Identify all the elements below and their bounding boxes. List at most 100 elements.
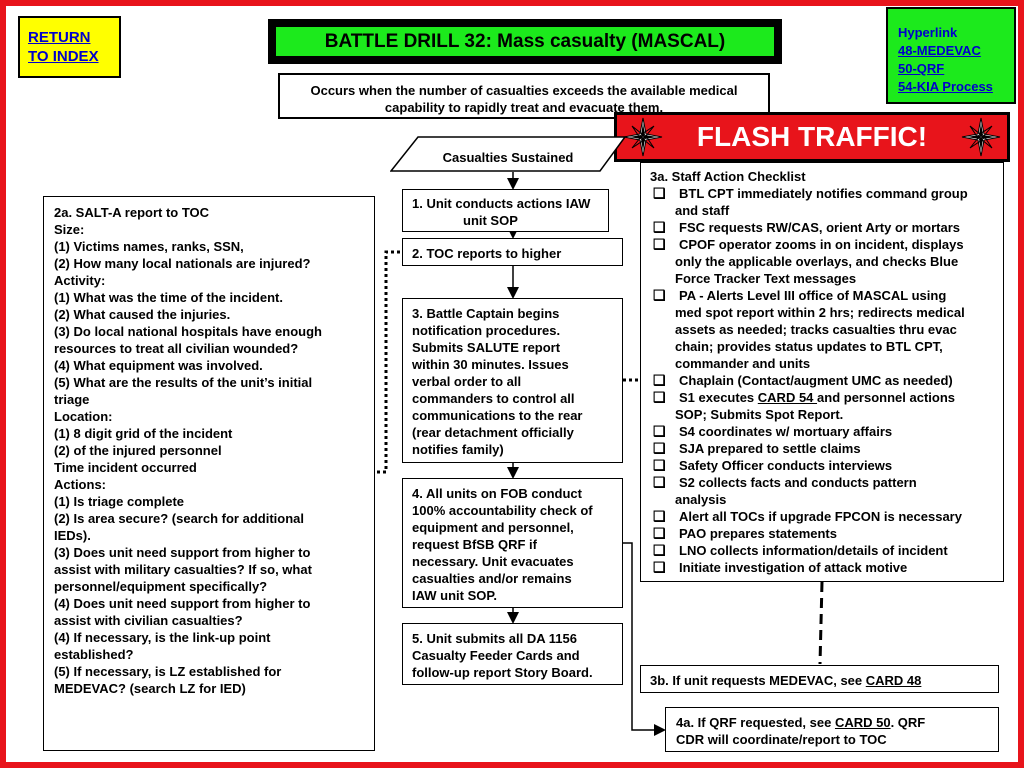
checklist-item: ❑ PAO prepares statements [650, 525, 1003, 542]
link-50-qrf[interactable]: 50-QRF [898, 61, 945, 76]
step2-box: 2. TOC reports to higher [402, 238, 623, 266]
salt-line: (5) If necessary, is LZ established for [54, 664, 282, 679]
step1-line1: 1. Unit conducts actions IAW [412, 196, 591, 211]
definition-line2: capability to rapidly treat and evacuate… [384, 100, 664, 115]
salt-line: Size: [54, 222, 85, 237]
checkbox-icon: ❑ [653, 219, 666, 235]
step3-box: 3. Battle Captain begins notification pr… [402, 298, 623, 463]
card-50-link[interactable]: CARD 50 [834, 715, 891, 730]
return-index-line1: RETURN [28, 29, 91, 46]
step4-line: IAW unit SOP. [412, 588, 497, 603]
salt-line: (4) Does unit need support from higher t… [54, 596, 311, 611]
checklist-item-text: Alert all TOCs if upgrade FPCON is neces… [679, 509, 962, 524]
medevac-box: 3b. If unit requests MEDEVAC, see CARD 4… [640, 665, 999, 693]
checkbox-icon: ❑ [653, 525, 666, 541]
checkbox-icon: ❑ [653, 372, 666, 388]
checklist-item-text: PAO prepares statements [679, 526, 837, 541]
step4-line: equipment and personnel, [412, 520, 574, 535]
step5-box: 5. Unit submits all DA 1156 Casualty Fee… [402, 623, 623, 685]
checklist-item: ❑ S4 coordinates w/ mortuary affairs [650, 423, 1003, 440]
step1-line2: unit SOP [463, 213, 518, 228]
salt-line: MEDEVAC? (search LZ for IED) [54, 681, 246, 696]
card-48-link[interactable]: CARD 48 [865, 673, 922, 688]
salt-line: Actions: [54, 477, 106, 492]
casualties-sustained-text: Casualties Sustained [442, 150, 574, 165]
dotted-step2-to-salt [377, 250, 400, 474]
checklist-item-text: Chaplain (Contact/augment UMC as needed) [679, 373, 953, 388]
salt-line: established? [54, 647, 134, 662]
flash-traffic-banner: FLASH TRAFFIC! [614, 112, 1010, 162]
step3-line: Submits SALUTE report [412, 340, 561, 355]
checkbox-icon: ❑ [653, 440, 666, 456]
salt-line: (1) 8 digit grid of the incident [54, 426, 233, 441]
salt-line: IEDs). [54, 528, 91, 543]
checklist-item: ❑ Alert all TOCs if upgrade FPCON is nec… [650, 508, 1003, 525]
checkbox-icon: ❑ [653, 508, 666, 524]
card-54-link[interactable]: CARD 54 [757, 390, 818, 405]
qrf-box: 4a. If QRF requested, see CARD 50. QRF C… [665, 707, 999, 752]
checklist-item: ❑ Initiate investigation of attack motiv… [650, 559, 1003, 576]
step4-line: 100% accountability check of [412, 503, 593, 518]
salt-line: (2) How many local nationals are injured… [54, 256, 311, 271]
qrf-text-pre: 4a. If QRF requested, see [676, 715, 835, 730]
salt-line: Activity: [54, 273, 106, 288]
compass-star-icon [623, 117, 663, 157]
checklist-item-text: FSC requests RW/CAS, orient Arty or mort… [679, 220, 960, 235]
checkbox-icon: ❑ [653, 542, 666, 558]
hyperlink-label: Hyperlink [898, 25, 958, 40]
salt-line: resources to treat all civilian wounded? [54, 341, 299, 356]
checklist-item-text: LNO collects information/details of inci… [679, 543, 948, 558]
return-to-index-link[interactable]: RETURN TO INDEX [18, 16, 121, 78]
step4-line: 4. All units on FOB conduct [412, 486, 582, 501]
checkbox-icon: ❑ [653, 457, 666, 473]
checklist-item-text: S1 executes CARD 54 and personnel action… [675, 389, 1003, 406]
checklist-item-text: med spot report within 2 hrs; redirects … [675, 305, 965, 320]
salt-report-box: 2a. SALT-A report to TOC Size: (1) Victi… [43, 196, 375, 751]
salt-line: (4) What equipment was involved. [54, 358, 263, 373]
qrf-line2: CDR will coordinate/report to TOC [676, 732, 887, 747]
checklist-item-text: S4 coordinates w/ mortuary affairs [679, 424, 893, 439]
step3-line: commanders to control all [412, 391, 575, 406]
checklist-item-text-pre: S1 executes [679, 390, 758, 405]
link-48-medevac[interactable]: 48-MEDEVAC [898, 43, 981, 58]
checkbox-icon: ❑ [653, 185, 666, 201]
page-title: BATTLE DRILL 32: Mass casualty (MASCAL) [276, 27, 774, 56]
step3-line: notification procedures. [412, 323, 561, 338]
salt-line: Location: [54, 409, 113, 424]
checklist-item-text: SJA prepared to settle claims [679, 441, 861, 456]
medevac-text: 3b. If unit requests MEDEVAC, see [650, 673, 866, 688]
return-index-line2: TO INDEX [28, 48, 99, 65]
checkbox-icon: ❑ [653, 474, 666, 490]
casualties-sustained-box: Casualties Sustained [390, 136, 626, 172]
checklist-item-text: analysis [675, 492, 727, 507]
salt-line: 2a. SALT-A report to TOC [54, 205, 210, 220]
checklist-item: ❑ SJA prepared to settle claims [650, 440, 1003, 457]
hyperlink-panel: Hyperlink 48-MEDEVAC 50-QRF 54-KIA Proce… [886, 7, 1016, 104]
salt-line: assist with military casualties? If so, … [54, 562, 312, 577]
step3-line: verbal order to all [412, 374, 522, 389]
checklist-item-text: SOP; Submits Spot Report. [675, 407, 844, 422]
checklist-item: ❑ PA - Alerts Level III office of MASCAL… [650, 287, 1003, 372]
checklist-item-text: assets as needed; tracks casualties thru… [675, 322, 957, 337]
salt-line: (4) If necessary, is the link-up point [54, 630, 271, 645]
salt-line: Time incident occurred [54, 460, 197, 475]
checklist-item-text: and staff [675, 203, 730, 218]
step5-line: Casualty Feeder Cards and [412, 648, 580, 663]
checkbox-icon: ❑ [653, 236, 666, 252]
checklist-item-text: chain; provides status updates to BTL CP… [675, 339, 943, 354]
step3-line: 3. Battle Captain begins [412, 306, 560, 321]
link-54-kia-process[interactable]: 54-KIA Process [898, 79, 993, 94]
salt-line: triage [54, 392, 90, 407]
checkbox-icon: ❑ [653, 423, 666, 439]
checklist-item-text: Initiate investigation of attack motive [679, 560, 908, 575]
salt-line: (3) Does unit need support from higher t… [54, 545, 311, 560]
qrf-text-post: . QRF [890, 715, 926, 730]
step3-line: notifies family) [412, 442, 504, 457]
step5-line: 5. Unit submits all DA 1156 [412, 631, 577, 646]
checklist-item: ❑ Safety Officer conducts interviews [650, 457, 1003, 474]
checklist-title: 3a. Staff Action Checklist [650, 169, 806, 184]
title-banner: BATTLE DRILL 32: Mass casualty (MASCAL) [268, 19, 782, 64]
checklist-item: ❑ FSC requests RW/CAS, orient Arty or mo… [650, 219, 1003, 236]
salt-line: (1) Victims names, ranks, SSN, [54, 239, 244, 254]
